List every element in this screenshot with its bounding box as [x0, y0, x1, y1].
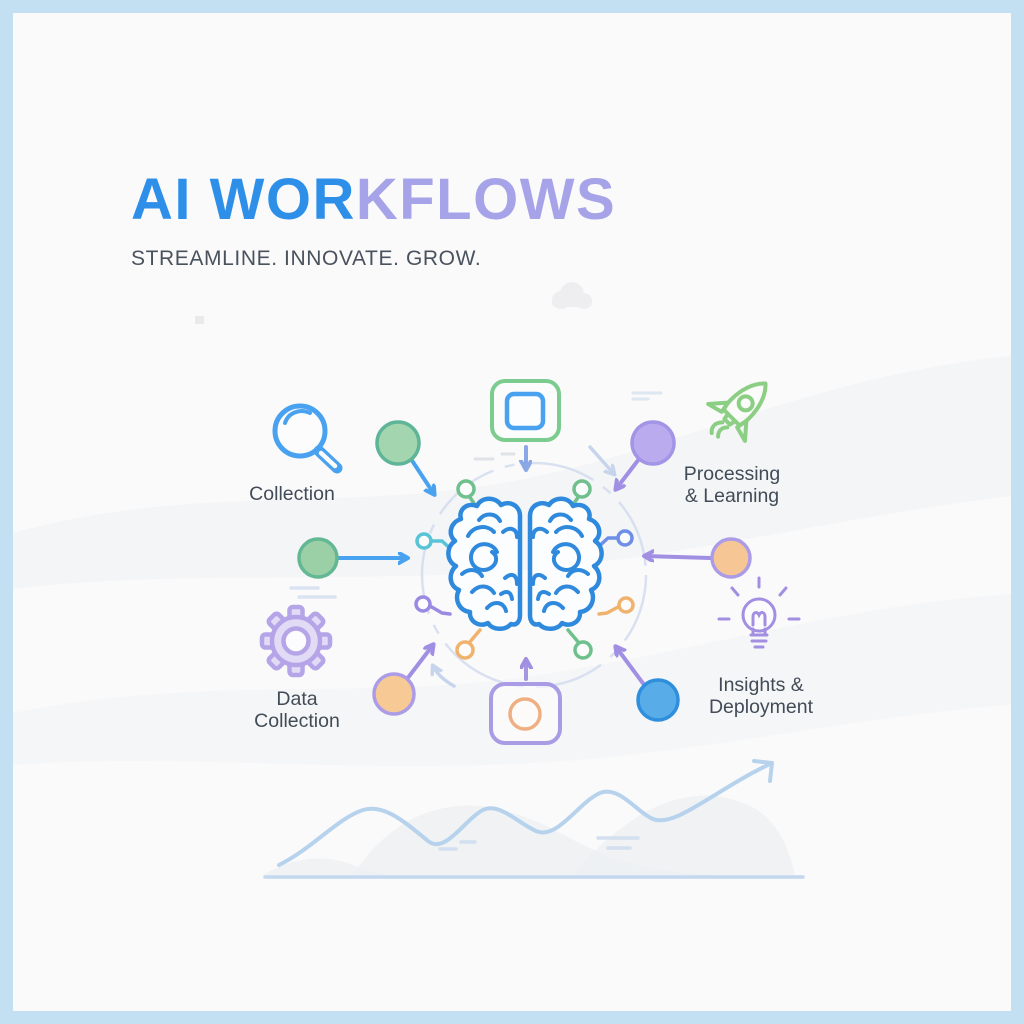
- dot-arrow-lower-right: [616, 647, 680, 722]
- label-insights-line1: Insights &: [718, 674, 804, 696]
- label-processing-line2: & Learning: [684, 485, 780, 507]
- circuit-node-lower-left: [414, 595, 452, 616]
- dot-arrow-mid-right: [645, 537, 752, 579]
- lightbulb-icon: [717, 576, 801, 649]
- connector-dots: [297, 420, 752, 722]
- dot-arrow-lower-left: [372, 645, 433, 716]
- growth-arrowhead: [752, 759, 774, 783]
- output-square-icon: [489, 682, 562, 745]
- label-insights-deployment: Insights & Deployment: [709, 674, 813, 718]
- circuit-nodes: [414, 479, 635, 660]
- title-blue-part: AI WOR: [131, 167, 356, 232]
- page-subtitle: STREAMLINE. INNOVATE. GROW.: [131, 247, 482, 270]
- cloud-icon: [552, 282, 592, 309]
- magnifier-icon: [272, 403, 343, 474]
- page-title: AI WORKFLOWS: [131, 171, 616, 229]
- label-data-collection-line1: Data: [276, 688, 318, 710]
- background-waves: [13, 355, 1011, 875]
- dash-decorations: [289, 391, 663, 851]
- title-purple-part: KFLOWS: [355, 167, 617, 232]
- gear-icon: [259, 604, 333, 678]
- circuit-node-bottom-right: [566, 628, 593, 660]
- label-processing-learning: Processing & Learning: [684, 463, 780, 507]
- faint-arrows: [433, 445, 614, 688]
- label-insights-line2: Deployment: [708, 696, 814, 718]
- dot-arrow-upper-left: [375, 420, 434, 494]
- label-collection-line1: Collection: [249, 483, 335, 505]
- label-processing-line1: Processing: [683, 463, 781, 485]
- label-data-collection-line2: Collection: [254, 710, 340, 732]
- tiny-square-decoration: [195, 316, 204, 324]
- label-data-collection: Data Collection: [254, 688, 340, 732]
- label-collection: Collection: [249, 483, 335, 505]
- header: AI WORKFLOWS STREAMLINE. INNOVATE. GROW.: [131, 171, 616, 271]
- circuit-node-bottom-left: [455, 628, 482, 660]
- dashed-orbit-circle: [420, 461, 648, 689]
- dot-arrow-mid-left: [297, 537, 407, 579]
- data-input-square-icon: [490, 379, 561, 442]
- growth-chart: [263, 759, 805, 879]
- circuit-node-lower-right: [597, 596, 635, 616]
- workflow-diagram: [13, 282, 1011, 879]
- dot-arrow-upper-right: [616, 420, 676, 489]
- rocket-icon: [706, 381, 768, 443]
- growth-curve: [277, 762, 772, 867]
